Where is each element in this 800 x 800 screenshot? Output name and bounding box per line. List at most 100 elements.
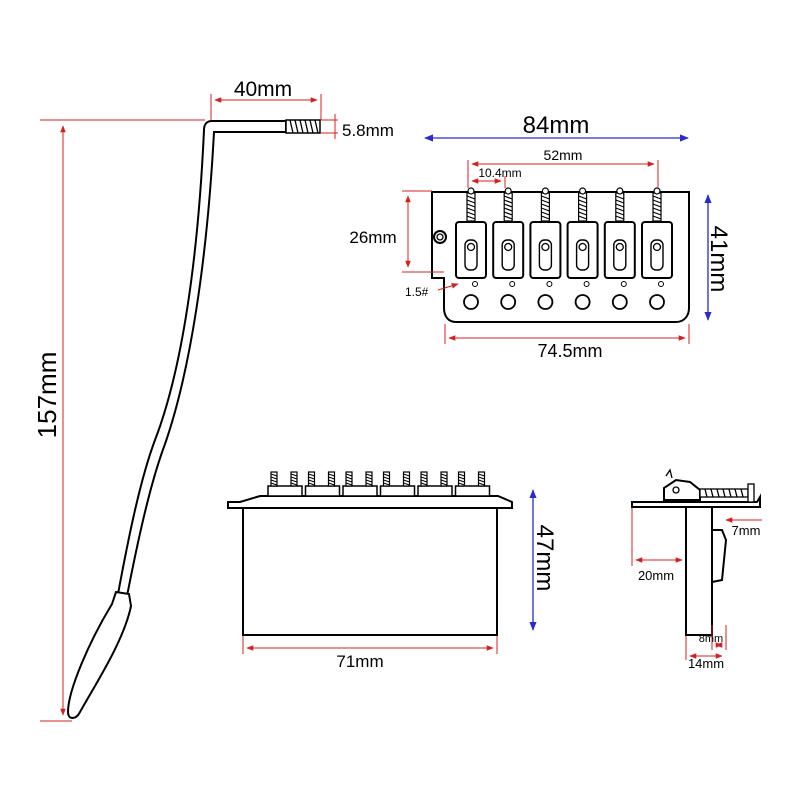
plate-depth-label: 26mm (349, 228, 396, 247)
front-baseplate (227, 495, 513, 509)
saddle (455, 187, 487, 310)
saddle (566, 187, 599, 310)
arm-thread-dimension (321, 114, 338, 139)
front-height-screw-icon (477, 471, 486, 487)
arm-bend-label: 40mm (234, 78, 292, 101)
string-hole (574, 294, 591, 310)
front-saddle-row (267, 471, 491, 497)
screw-head-icon (541, 187, 550, 195)
intonation-spring (540, 192, 551, 222)
side-saddle (663, 478, 701, 501)
block-height-label: 47mm (531, 525, 558, 592)
saddle (641, 187, 673, 310)
height-screw-icon (615, 242, 624, 252)
saddle (492, 187, 525, 310)
front-saddle (417, 471, 453, 497)
height-screw-icon (652, 242, 662, 252)
front-height-screw-icon (307, 471, 316, 487)
saddle (529, 187, 562, 310)
saddle-row (455, 187, 673, 310)
front-height-screw-icon (440, 471, 448, 487)
sustain-block (242, 507, 498, 636)
arm-bend-dimension (210, 94, 322, 120)
bridge-height-label: 41mm (705, 226, 732, 293)
height-screw-icon (541, 242, 550, 252)
bridge-side-view: 20mm 7mm 8mm 14mm (631, 468, 762, 671)
block-width-label: 71mm (336, 652, 383, 671)
intonation-spring (652, 192, 662, 222)
side-spring-claw (711, 529, 728, 584)
front-height-screw-icon (402, 471, 411, 487)
mounting-hole (433, 230, 447, 244)
front-saddle (342, 471, 378, 497)
screw-head-icon (653, 187, 661, 195)
plate-depth-dimension (402, 190, 444, 273)
side-inner-label: 8mm (699, 633, 723, 645)
front-saddle (267, 471, 303, 497)
saddle-screw-icon (583, 281, 590, 287)
saddle-screw-icon (472, 281, 478, 287)
bridge-top-view: 84mm 52mm 10.4mm 26mm 41mm 1.5# (349, 112, 732, 361)
arm-tip (66, 590, 133, 719)
intonation-spring (615, 192, 625, 222)
bridge-front-view: 47mm 71mm (227, 471, 558, 671)
arm-length-label: 157mm (32, 352, 62, 439)
saddle-screw-icon (509, 281, 516, 287)
string-hole (500, 294, 517, 310)
screw-head-icon (467, 187, 475, 195)
side-block-depth-label: 14mm (688, 656, 724, 671)
outer-string-spacing-label: 52mm (544, 147, 583, 163)
screw-label: 1.5# (405, 285, 429, 299)
front-height-screw-icon (365, 471, 373, 487)
front-saddle (454, 471, 491, 497)
base-width-label: 74.5mm (537, 341, 602, 361)
saddle-screw-icon (658, 281, 664, 287)
side-step-label: 7mm (732, 523, 761, 538)
tremolo-arm: 157mm 40mm 5.8mm (32, 78, 394, 722)
height-screw-icon (504, 242, 513, 252)
string-hole (463, 294, 479, 310)
arm-rod (116, 120, 287, 598)
front-height-screw-icon (270, 471, 278, 487)
front-height-screw-icon (457, 471, 466, 487)
front-height-screw-icon (327, 471, 336, 487)
side-string-post (665, 468, 673, 479)
height-screw-icon (466, 242, 476, 252)
front-height-screw-icon (290, 471, 298, 487)
string-spacing-label: 10.4mm (478, 166, 521, 180)
side-intonation-screw (699, 483, 755, 503)
arm-thread-label: 5.8mm (342, 121, 394, 140)
screw-head-icon (616, 187, 624, 195)
overall-width-label: 84mm (523, 112, 590, 139)
saddle-screw-icon (546, 281, 553, 287)
front-saddle (379, 471, 416, 497)
side-block-depth-dimension (685, 636, 723, 660)
arm-length-dimension (40, 119, 205, 722)
screw-head-icon (578, 187, 587, 195)
outer-string-spacing-dimension (467, 160, 659, 188)
front-saddle (304, 471, 341, 497)
side-inner-dimension (711, 625, 727, 650)
saddle-screw-icon (620, 281, 627, 287)
arm-thread (285, 119, 321, 134)
front-height-screw-icon (382, 471, 391, 487)
front-height-screw-icon (345, 471, 353, 487)
string-hole (537, 294, 554, 310)
front-height-screw-icon (420, 471, 428, 487)
height-screw-icon (578, 242, 587, 252)
base-width-dimension (444, 324, 690, 344)
side-offset-dimension (631, 508, 683, 566)
screw-callout-line (437, 283, 459, 291)
saddle (603, 187, 636, 310)
side-block (685, 506, 713, 636)
intonation-spring (466, 192, 476, 222)
intonation-spring (503, 192, 513, 222)
screw-head-icon (504, 187, 512, 195)
intonation-spring (577, 192, 588, 222)
block-width-dimension (242, 636, 498, 654)
side-offset-label: 20mm (638, 568, 674, 583)
side-baseplate (631, 493, 761, 508)
string-hole (649, 294, 665, 310)
